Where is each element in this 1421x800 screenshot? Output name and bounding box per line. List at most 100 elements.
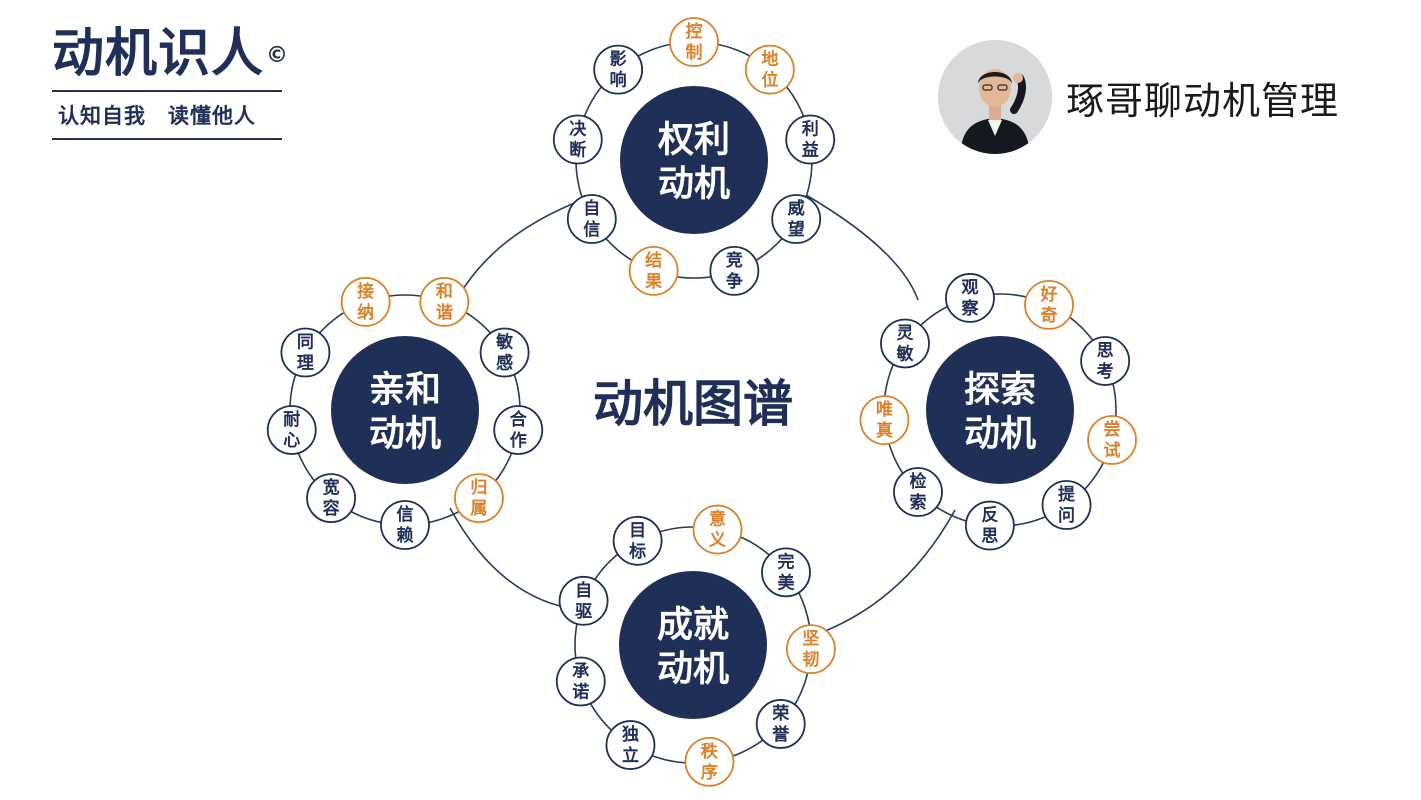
trait-node-circle	[380, 500, 430, 550]
person-icon	[938, 40, 1052, 154]
arc-exploration-achievement	[799, 509, 956, 641]
trait-node-label: 接	[357, 281, 374, 302]
trait-node-circle	[419, 277, 470, 327]
trait-node: 好奇	[1024, 279, 1074, 330]
trait-node-circle	[761, 547, 811, 598]
trait-node-label: 自	[583, 198, 600, 219]
trait-node-circle	[612, 515, 663, 566]
trait-node-circle	[454, 473, 504, 523]
trait-node-circle	[684, 736, 735, 787]
trait-node: 决断	[552, 114, 603, 165]
trait-node-label: 结	[645, 250, 662, 271]
trait-node-label: 敏	[895, 343, 913, 364]
trait-node-circle	[566, 194, 617, 244]
trait-node-label: 心	[283, 431, 300, 451]
cluster-hub	[619, 571, 767, 719]
trait-node-circle	[755, 699, 806, 749]
trait-node-circle	[605, 720, 656, 770]
trait-node: 尝试	[1087, 415, 1137, 465]
trait-node-label: 作	[510, 430, 527, 451]
trait-node-label: 果	[645, 272, 662, 292]
trait-node-label: 索	[909, 492, 926, 513]
trait-node-circle	[945, 273, 995, 323]
cluster-hub-label: 动机	[369, 414, 441, 455]
trait-node: 自信	[566, 194, 617, 244]
clusters-layer: 权利动机控制地位利益威望竞争结果自信决断影响亲和动机和谐敏感合作归属信赖宽容耐心…	[266, 17, 1137, 787]
trait-node-label: 提	[1058, 485, 1076, 505]
trait-node-label: 自	[575, 580, 592, 601]
trait-node-circle	[479, 327, 530, 378]
trait-node-label: 誉	[772, 724, 790, 745]
trait-node-circle	[964, 500, 1015, 551]
trait-node-label: 意	[709, 509, 726, 530]
trait-node: 结果	[628, 245, 679, 296]
trait-node-label: 诺	[572, 681, 589, 702]
trait-node: 利益	[785, 114, 836, 165]
trait-node: 荣誉	[755, 699, 806, 749]
trait-node: 耐心	[266, 405, 317, 455]
trait-node-label: 观	[960, 278, 978, 298]
cluster-power: 权利动机控制地位利益威望竞争结果自信决断影响	[552, 17, 836, 296]
trait-node-label: 思	[1097, 341, 1114, 361]
trait-node-circle	[744, 44, 795, 95]
trait-node: 思考	[1080, 336, 1131, 386]
trait-node-label: 义	[709, 530, 726, 551]
trait-node: 反思	[964, 500, 1015, 551]
brand-tagline: 认知自我 读懂他人	[58, 104, 256, 128]
brand-title-text: 动机识人	[52, 24, 265, 84]
trait-node-label: 坚	[802, 629, 819, 649]
cluster-hub-label: 权利	[657, 120, 730, 161]
trait-node-label: 尝	[1104, 419, 1121, 440]
trait-node-circle	[692, 504, 743, 555]
trait-node-label: 利	[802, 119, 819, 140]
copyright-mark: ©	[266, 43, 290, 68]
cluster-hub-label: 动机	[964, 414, 1036, 455]
trait-node-label: 考	[1096, 361, 1114, 382]
trait-node: 秩序	[684, 736, 735, 787]
trait-node-label: 检	[909, 471, 926, 492]
trait-node: 独立	[605, 720, 656, 770]
trait-node-label: 纳	[357, 302, 374, 323]
trait-node: 接纳	[340, 277, 391, 327]
trait-node: 地位	[744, 44, 795, 95]
trait-node: 坚韧	[786, 624, 836, 675]
brand-rule-bottom	[52, 138, 282, 140]
trait-node-label: 真	[876, 420, 893, 441]
trait-node-label: 威	[788, 198, 805, 219]
trait-node-label: 反	[981, 506, 998, 526]
trait-node: 和谐	[419, 277, 470, 327]
cluster-hub	[926, 336, 1074, 484]
trait-node-circle	[1080, 336, 1131, 386]
trait-node-label: 思	[981, 527, 998, 547]
presenter-avatar	[938, 40, 1052, 154]
trait-node-circle	[555, 656, 606, 707]
trait-node: 提问	[1041, 480, 1092, 530]
trait-node: 观察	[945, 273, 995, 323]
trait-node: 完美	[761, 547, 811, 598]
trait-node: 合作	[493, 405, 544, 455]
trait-node-circle	[1087, 415, 1137, 465]
trait-node-label: 察	[960, 298, 979, 319]
cluster-hub-label: 动机	[657, 649, 729, 690]
trait-node: 自驱	[558, 575, 609, 626]
trait-node-label: 目	[629, 521, 646, 541]
trait-node-label: 制	[686, 42, 703, 63]
trait-node-circle	[1024, 279, 1074, 330]
cluster-hub	[620, 86, 768, 234]
trait-node-circle	[306, 473, 356, 523]
trait-node-circle	[280, 327, 331, 378]
trait-node-label: 立	[622, 745, 639, 766]
trait-node-label: 试	[1104, 441, 1121, 461]
trait-node: 灵敏	[880, 318, 930, 369]
trait-node: 承诺	[555, 656, 606, 707]
trait-node-label: 响	[610, 70, 627, 91]
trait-node-label: 美	[777, 572, 795, 593]
cluster-hub-label: 探索	[964, 370, 1036, 411]
trait-node-label: 争	[726, 271, 743, 292]
trait-node: 检索	[893, 467, 943, 517]
trait-node-circle	[669, 17, 719, 67]
trait-node-label: 宽	[323, 477, 340, 498]
arc-power-exploration	[805, 194, 919, 301]
